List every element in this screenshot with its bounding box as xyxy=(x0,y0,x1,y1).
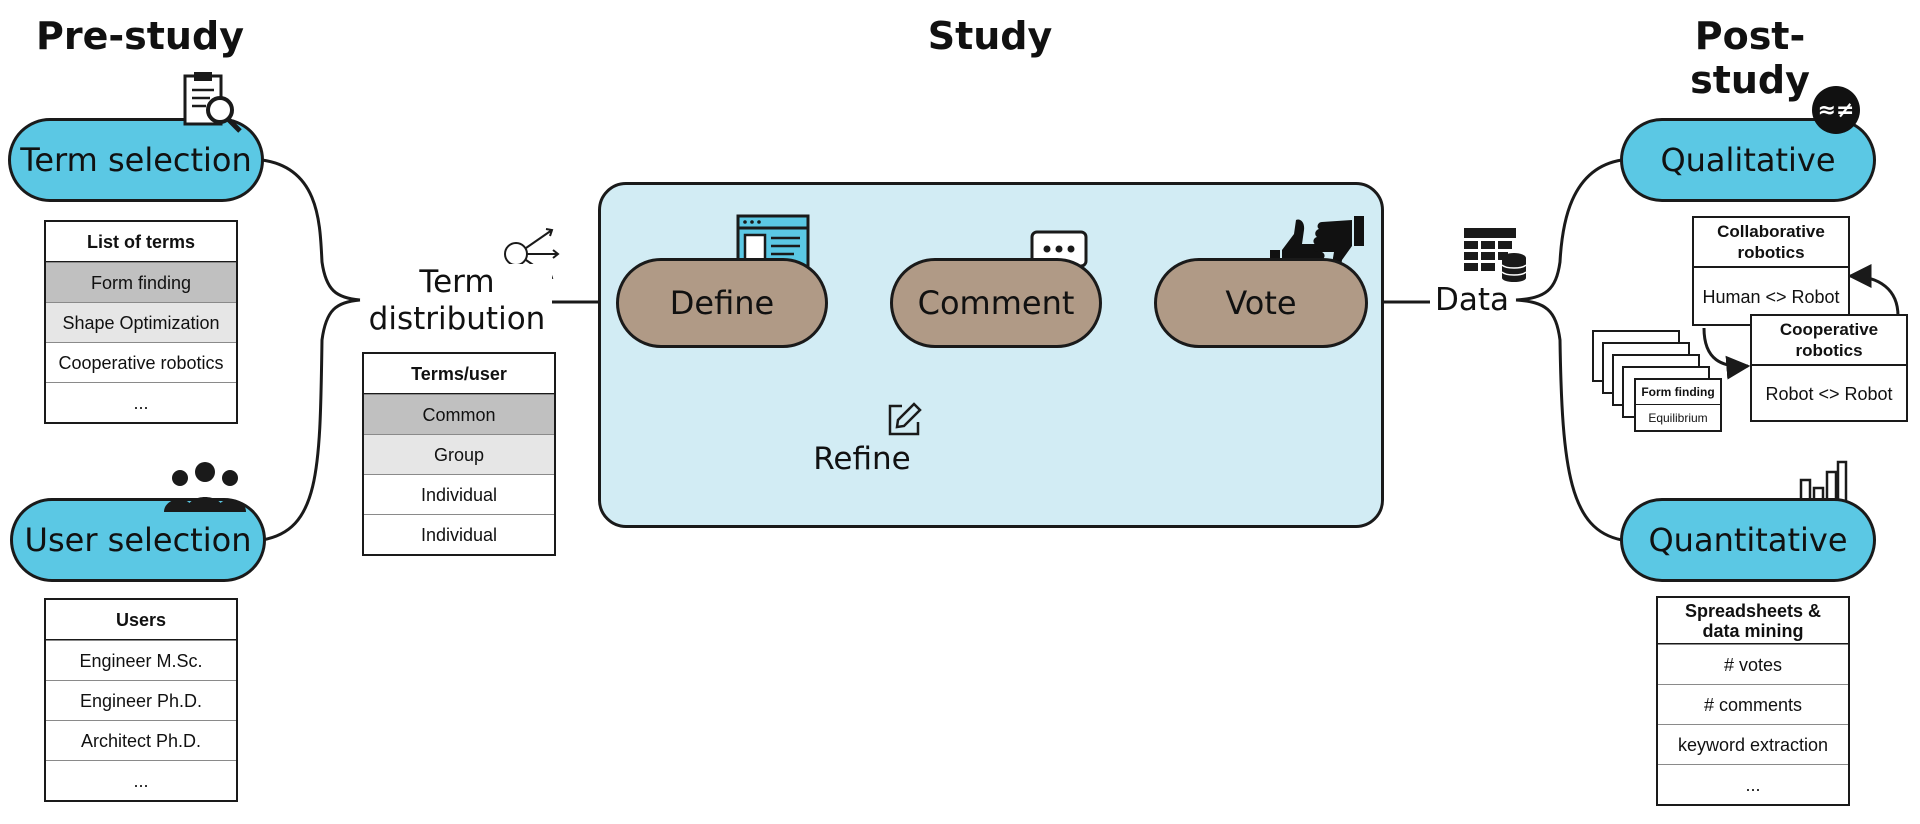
form-finding-mini-card: Form finding Equilibrium xyxy=(1634,378,1722,432)
user-selection-connector xyxy=(261,298,361,542)
collaborative-robotics-header: Collaborative robotics xyxy=(1694,218,1848,268)
form-finding-mini-body: Equilibrium xyxy=(1648,411,1708,425)
cooperative-robotics-body: Robot <> Robot xyxy=(1765,383,1893,404)
term-distribution-label: Term distribution xyxy=(362,264,552,338)
not-approx-icon: ≈≠ xyxy=(1812,86,1860,134)
qualitative-label: Qualitative xyxy=(1660,141,1836,179)
card-loop-arrow-up xyxy=(1847,264,1900,317)
term-distribution-line1: Term xyxy=(419,264,495,300)
study-title: Study xyxy=(927,14,1053,58)
table-row: Individual xyxy=(364,474,554,514)
collaborative-robotics-body: Human <> Robot xyxy=(1702,286,1840,307)
terms-table-header: List of terms xyxy=(46,222,236,262)
comment-label: Comment xyxy=(917,284,1075,322)
table-row: Engineer Ph.D. xyxy=(46,680,236,720)
term-selection-pill: Term selection xyxy=(8,118,264,202)
cooperative-robotics-header: Cooperative robotics xyxy=(1752,316,1906,366)
terms-per-user-table: Terms/user Common Group Individual Indiv… xyxy=(362,352,556,556)
collaborative-robotics-card: Collaborative robotics Human <> Robot xyxy=(1692,216,1850,326)
table-row: # votes xyxy=(1658,644,1848,684)
table-row: Group xyxy=(364,434,554,474)
spreadsheets-table-header: Spreadsheets & data mining xyxy=(1658,598,1848,644)
vote-label: Vote xyxy=(1225,284,1297,322)
table-row: keyword extraction xyxy=(1658,724,1848,764)
pre-study-title: Pre-study xyxy=(36,14,244,58)
users-table: Users Engineer M.Sc. Engineer Ph.D. Arch… xyxy=(44,598,238,802)
table-row: ... xyxy=(46,382,236,422)
term-distribution-line2: distribution xyxy=(368,301,546,337)
table-row: ... xyxy=(1658,764,1848,804)
qualitative-connector xyxy=(1515,158,1623,302)
data-label: Data xyxy=(1430,282,1514,319)
table-row: Engineer M.Sc. xyxy=(46,640,236,680)
user-selection-pill: User selection xyxy=(10,498,266,582)
table-row: Shape Optimization xyxy=(46,302,236,342)
term-selection-connector xyxy=(261,158,361,302)
table-row: Form finding xyxy=(46,262,236,302)
card-loop-arrow-down xyxy=(1702,327,1751,380)
qualitative-pill: Qualitative xyxy=(1620,118,1876,202)
cooperative-robotics-card: Cooperative robotics Robot <> Robot xyxy=(1750,314,1908,422)
define-label: Define xyxy=(669,284,775,322)
table-row: Common xyxy=(364,394,554,434)
user-selection-label: User selection xyxy=(24,521,252,559)
table-row: Cooperative robotics xyxy=(46,342,236,382)
comment-step: Comment xyxy=(890,258,1102,348)
term-selection-label: Term selection xyxy=(20,141,252,179)
quantitative-connector xyxy=(1515,298,1623,542)
post-study-title: Post-study xyxy=(1690,14,1810,102)
table-row: Individual xyxy=(364,514,554,554)
table-row: # comments xyxy=(1658,684,1848,724)
spreadsheets-table: Spreadsheets & data mining # votes # com… xyxy=(1656,596,1850,806)
terms-table: List of terms Form finding Shape Optimiz… xyxy=(44,220,238,424)
table-row: ... xyxy=(46,760,236,800)
people-group-icon xyxy=(164,462,246,512)
study-panel xyxy=(598,182,1384,528)
table-row: Architect Ph.D. xyxy=(46,720,236,760)
define-step: Define xyxy=(616,258,828,348)
refine-label: Refine xyxy=(812,441,912,478)
edit-pencil-icon xyxy=(888,402,922,436)
quantitative-pill: Quantitative xyxy=(1620,498,1876,582)
users-table-header: Users xyxy=(46,600,236,640)
terms-per-user-header: Terms/user xyxy=(364,354,554,394)
form-finding-mini-header: Form finding xyxy=(1636,380,1720,405)
clipboard-search-icon xyxy=(183,72,242,133)
table-database-icon xyxy=(1464,228,1527,282)
quantitative-label: Quantitative xyxy=(1648,521,1848,559)
vote-step: Vote xyxy=(1154,258,1368,348)
